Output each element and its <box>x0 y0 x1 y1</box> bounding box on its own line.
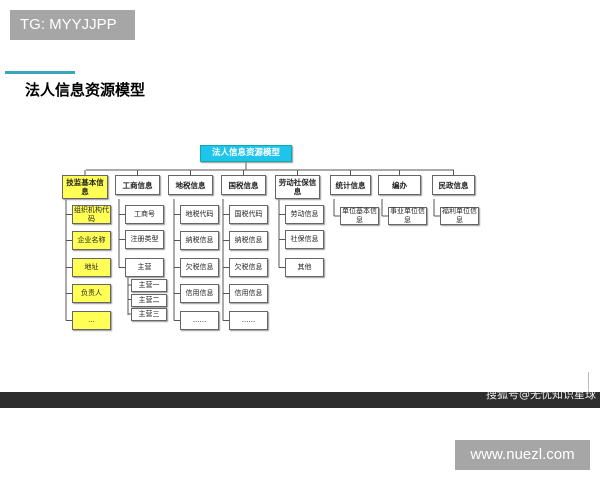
attribute-node: 主营 <box>125 258 164 277</box>
attribute-node: 注册类型 <box>125 230 164 249</box>
root-node: 法人信息资源模型 <box>200 145 292 162</box>
attribute-node: 纳税信息 <box>180 231 219 250</box>
attribute-node: 欠税信息 <box>229 258 268 277</box>
attribute-node: 信用信息 <box>229 284 268 303</box>
category-node: 编办 <box>378 175 421 195</box>
sub-attribute-node: 主营二 <box>131 293 167 307</box>
attribute-node: 工商号 <box>125 205 164 224</box>
category-node: 技监基本信息 <box>62 175 108 199</box>
sub-attribute-node: 主营三 <box>131 308 167 321</box>
attribute-node: ... <box>72 311 111 330</box>
attribute-node: 负责人 <box>72 284 111 303</box>
attribute-node: 单位基本信息 <box>340 207 379 225</box>
watermark: 搜狐号@无忧知识星球 <box>486 388 596 401</box>
attribute-node: 信用信息 <box>180 284 219 303</box>
category-node: 统计信息 <box>330 175 371 195</box>
attribute-node: 欠税信息 <box>180 258 219 277</box>
attribute-node: 事业单位信息 <box>388 207 427 225</box>
site-label: www.nuezl.com <box>455 440 590 470</box>
attribute-node: 地税代码 <box>180 205 219 224</box>
attribute-node: ...... <box>229 311 268 330</box>
attribute-node: 福利单位信息 <box>440 207 479 225</box>
page-title: 法人信息资源模型 <box>25 81 146 99</box>
category-node: 国税信息 <box>221 175 266 195</box>
category-node: 民政信息 <box>432 175 475 195</box>
attribute-node: 纳税信息 <box>229 231 268 250</box>
attribute-node: ...... <box>180 311 219 330</box>
footer-bar <box>0 392 600 408</box>
category-node: 地税信息 <box>168 175 213 195</box>
attribute-node: 劳动信息 <box>285 205 324 224</box>
attribute-node: 国税代码 <box>229 205 268 224</box>
tag-label: TG: MYYJJPP <box>10 10 135 40</box>
attribute-node: 地址 <box>72 258 111 277</box>
attribute-node: 其他 <box>285 258 324 277</box>
attribute-node: 组织机构代码 <box>72 205 111 224</box>
category-node: 劳动社保信息 <box>275 175 320 199</box>
sub-attribute-node: 主营一 <box>131 279 167 292</box>
divider <box>588 372 589 392</box>
attribute-node: 社保信息 <box>285 230 324 249</box>
category-node: 工商信息 <box>115 175 160 195</box>
accent-line <box>5 71 75 74</box>
attribute-node: 企业名称 <box>72 231 111 250</box>
